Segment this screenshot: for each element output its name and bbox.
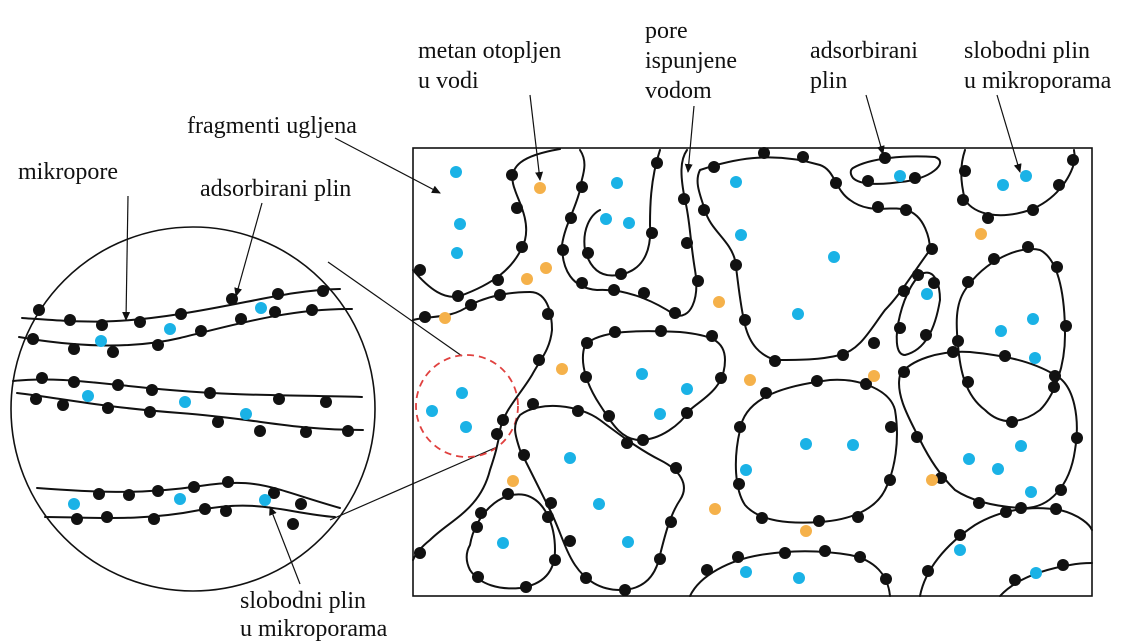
label-adsorbed-gas-1: adsorbirani [810,38,918,64]
label-adsorbed-gas-zoom: adsorbirani plin [200,176,351,202]
zoom-indicator-circle [415,354,519,458]
label-pores-water-3: vodom [645,78,712,104]
label-micropores: mikropore [18,159,118,185]
label-coal-fragments: fragmenti ugljena [187,113,357,139]
coal-section-rectangle [412,147,1093,597]
label-methane-dissolved-2: u vodi [418,68,479,94]
zoom-circle [10,226,376,592]
label-free-gas-top-2: u mikroporama [964,68,1112,94]
label-free-gas-bottom-2: u mikroporama [240,616,388,641]
label-pores-water-2: ispunjene [645,48,737,74]
zoom-adsorbed-molecules [27,285,354,530]
label-methane-dissolved-1: metan otopljen [418,38,561,64]
free-gas-molecules [426,166,1042,584]
label-adsorbed-gas-2: plin [810,68,847,94]
zoom-connector-top [327,261,463,357]
dissolved-methane-molecules [439,182,987,537]
zoom-free-gas-molecules [68,302,271,510]
adsorbed-gas-molecules [414,147,1083,596]
label-free-gas-bottom-1: slobodni plin [240,588,366,614]
leader-arrows [122,94,1022,585]
label-pores-water-1: pore [645,18,688,44]
coal-fragment-outlines [412,148,1093,597]
label-free-gas-top-1: slobodni plin [964,38,1090,64]
